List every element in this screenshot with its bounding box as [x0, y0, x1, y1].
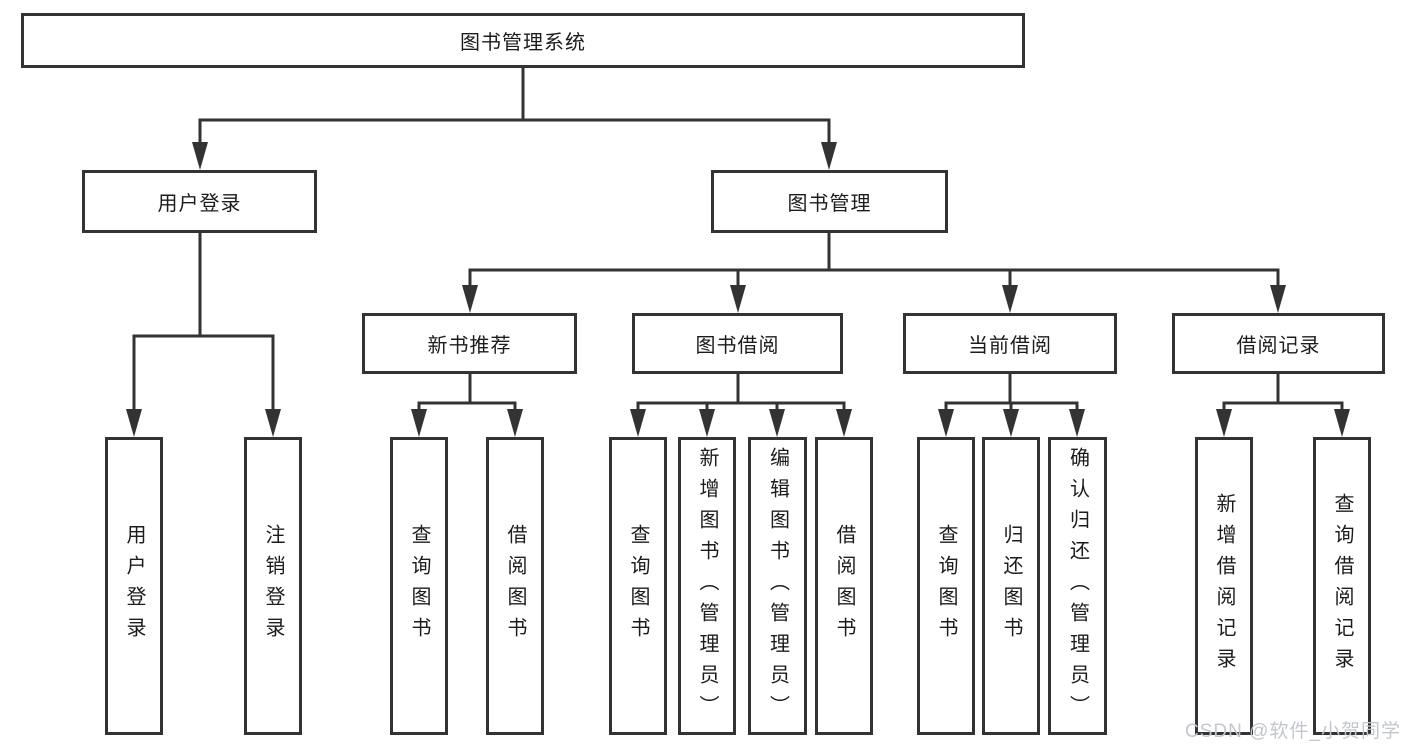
- node-book-management: 图书管理: [711, 170, 948, 233]
- csdn-watermark: CSDN @软件_小贺同学: [1185, 721, 1401, 742]
- node-leaf-add-borrow-record: 新增借阅记录: [1195, 437, 1253, 735]
- node-user-login: 用户登录: [82, 170, 317, 233]
- node-leaf-query-books-current: 查询图书: [917, 437, 975, 735]
- node-new-book-recommend: 新书推荐: [362, 313, 577, 374]
- node-leaf-query-books-borrow: 查询图书: [609, 437, 667, 735]
- node-leaf-return-books: 归还图书: [982, 437, 1040, 735]
- node-leaf-logout: 注销登录: [244, 437, 302, 735]
- node-leaf-query-borrow-record: 查询借阅记录: [1313, 437, 1371, 735]
- node-book-borrow: 图书借阅: [632, 313, 843, 374]
- node-leaf-add-book-admin: 新增图书（管理员）: [678, 437, 736, 735]
- node-library-system: 图书管理系统: [21, 13, 1025, 68]
- node-leaf-user-login: 用户登录: [105, 437, 163, 735]
- node-leaf-query-books-recommend: 查询图书: [390, 437, 448, 735]
- node-leaf-borrow-books-recommend: 借阅图书: [486, 437, 544, 735]
- node-leaf-confirm-return-admin: 确认归还（管理员）: [1048, 437, 1107, 735]
- node-leaf-borrow-books: 借阅图书: [815, 437, 873, 735]
- node-borrow-records: 借阅记录: [1172, 313, 1385, 374]
- node-current-borrow: 当前借阅: [903, 313, 1117, 374]
- node-leaf-edit-book-admin: 编辑图书（管理员）: [748, 437, 807, 735]
